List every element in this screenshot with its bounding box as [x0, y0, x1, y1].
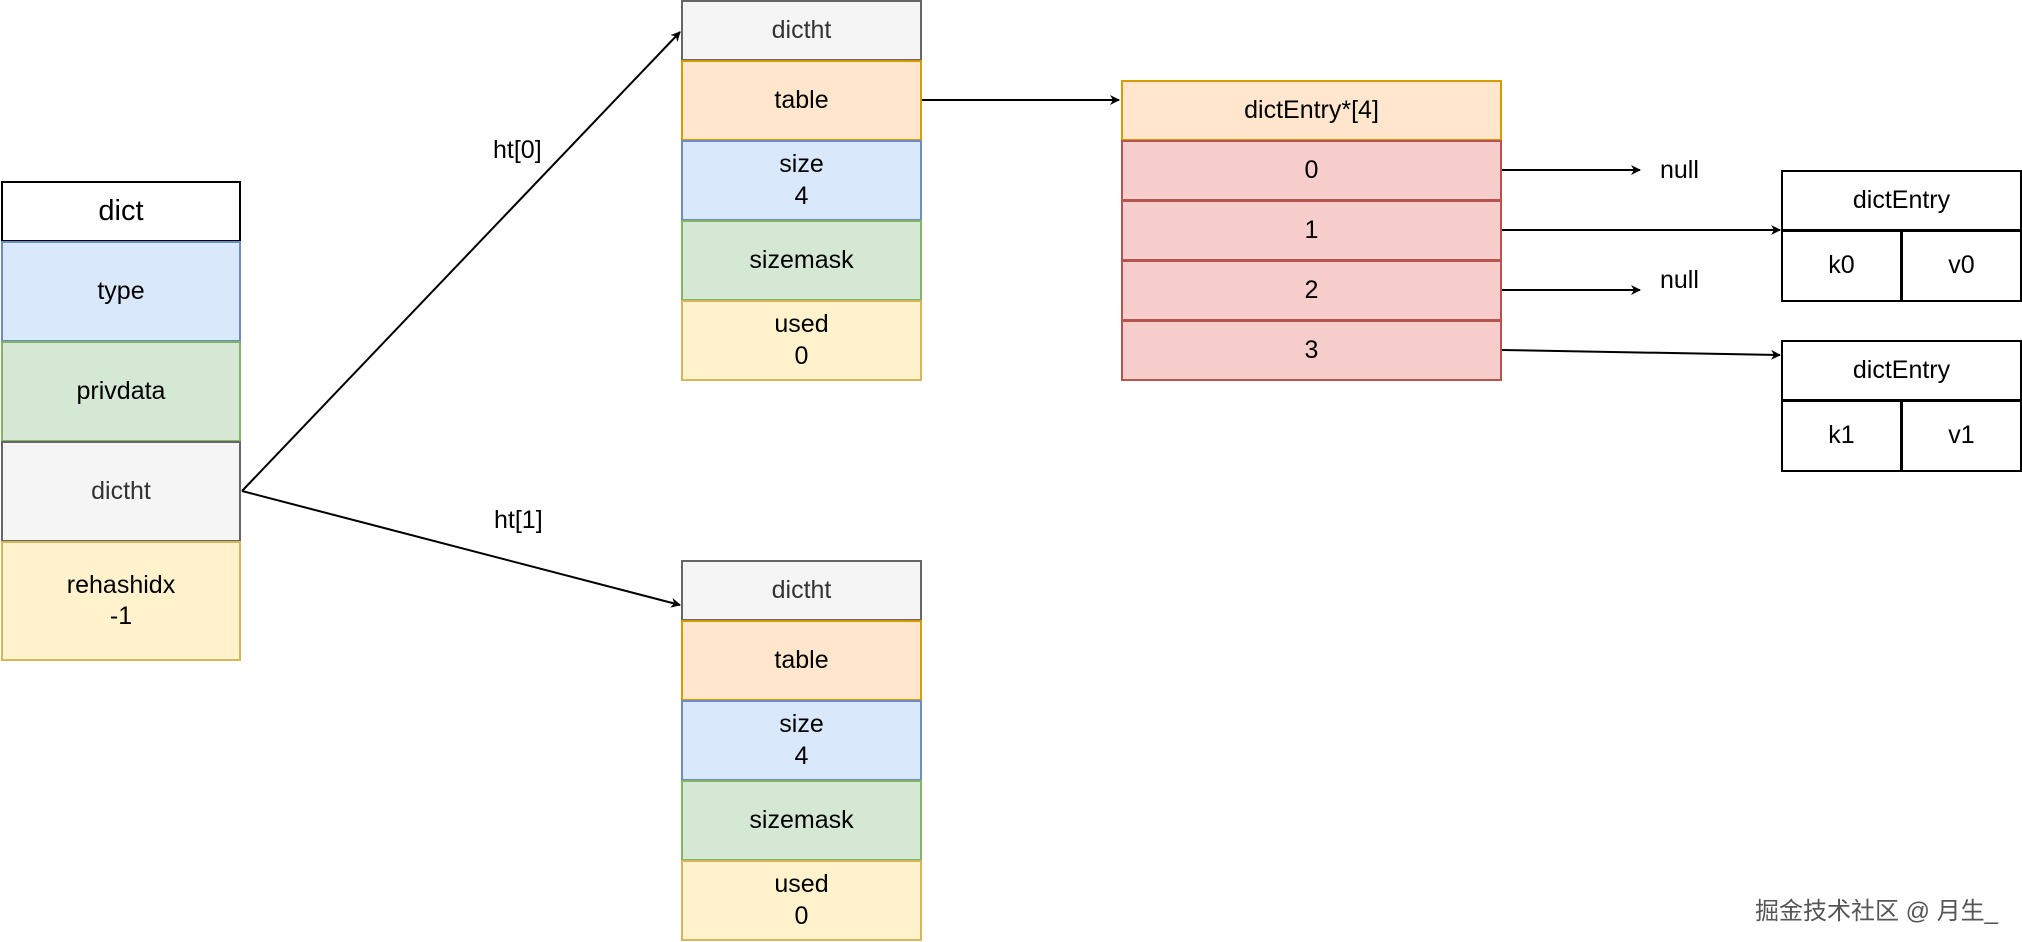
- entry-slot-3: 3: [1121, 320, 1502, 381]
- null-label-slot2: null: [1660, 266, 1699, 294]
- dict-entry-0-title: dictEntry: [1781, 170, 2022, 231]
- dictht-bottom-sizemask: sizemask: [681, 780, 922, 861]
- link-label-ht0: ht[0]: [493, 136, 542, 164]
- entry-array-title: dictEntry*[4]: [1121, 80, 1502, 141]
- arrow-ht0: [241, 31, 681, 492]
- link-label-ht1: ht[1]: [494, 506, 543, 534]
- dict-entry-1-title: dictEntry: [1781, 340, 2022, 401]
- dictht-bottom-size: size 4: [681, 700, 922, 781]
- arrow-slot3-entry: [1501, 349, 1781, 360]
- dictht-bottom-table: table: [681, 620, 922, 701]
- dict-field-privdata: privdata: [1, 341, 241, 442]
- null-label-slot0: null: [1660, 156, 1699, 184]
- dict-title: dict: [1, 181, 241, 242]
- dictht-top-table: table: [681, 60, 922, 141]
- dictht-top-sizemask: sizemask: [681, 220, 922, 301]
- dict-entry-1-key: k1: [1781, 400, 1902, 472]
- dictht-bottom-used: used 0: [681, 860, 922, 941]
- dictht-top-title: dictht: [681, 0, 922, 61]
- entry-slot-2: 2: [1121, 260, 1502, 321]
- dictht-top-size: size 4: [681, 140, 922, 221]
- entry-slot-0: 0: [1121, 140, 1502, 201]
- arrow-ht1: [241, 490, 681, 608]
- dictht-top-used: used 0: [681, 300, 922, 381]
- dict-entry-1-value: v1: [1901, 400, 2022, 472]
- dict-entry-0-value: v0: [1901, 230, 2022, 302]
- dict-field-type: type: [1, 241, 241, 342]
- dict-entry-0-key: k0: [1781, 230, 1902, 302]
- dict-field-rehashidx: rehashidx -1: [1, 541, 241, 661]
- entry-slot-1: 1: [1121, 200, 1502, 261]
- dictht-bottom-title: dictht: [681, 560, 922, 621]
- dict-field-dictht: dictht: [1, 441, 241, 542]
- watermark: 掘金技术社区 @ 月生_: [1754, 898, 1998, 925]
